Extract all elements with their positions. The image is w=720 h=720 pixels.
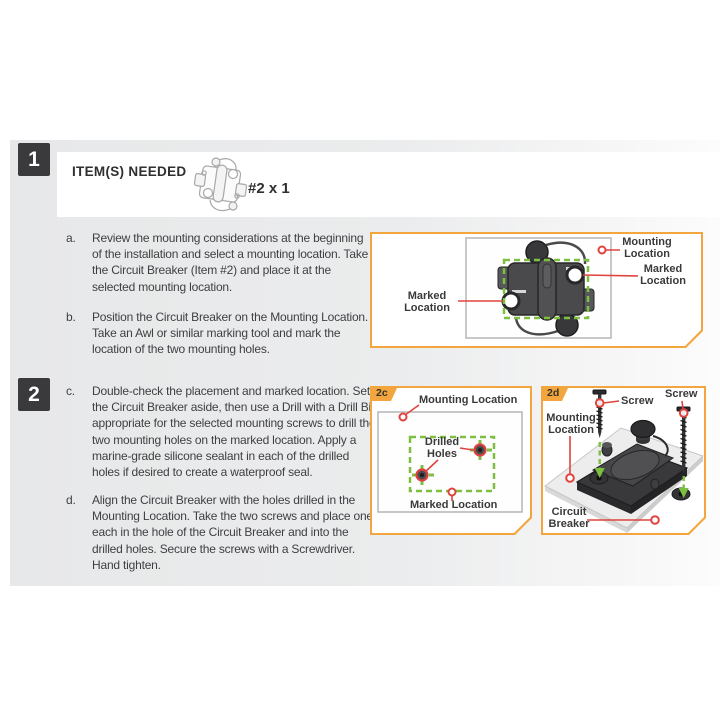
label-marked-location-right: Marked Location	[640, 263, 686, 287]
marked-hole-top-right	[567, 267, 583, 283]
leader-lines	[566, 399, 687, 524]
label-drilled-holes: Drilled Holes	[424, 436, 460, 460]
figure-panel-placement-inner: Mounting Location Marked Location Marked…	[372, 234, 701, 346]
step-c-text: Double-check the placement and marked lo…	[92, 384, 376, 480]
section-1-number-badge: 1	[18, 143, 50, 176]
drilled-hole-bottom-left	[412, 465, 434, 485]
section-2-number-badge: 2	[18, 378, 50, 411]
step-a-letter: a.	[66, 231, 76, 245]
items-needed-title: ITEM(S) NEEDED	[72, 164, 187, 179]
figure-tag-2c: 2c	[370, 386, 398, 401]
drilled-hole-top-right	[470, 440, 492, 460]
items-needed-band: ITEM(S) NEEDED #2 x 1	[57, 152, 720, 217]
leader-lines	[400, 405, 474, 501]
insertion-arrows	[595, 442, 689, 498]
mounting-surface	[378, 412, 522, 512]
label-marked-location: Marked Location	[410, 499, 498, 511]
step-d: d. Align the Circuit Breaker with the ho…	[66, 492, 378, 573]
drilled-holes-figure-art	[372, 388, 530, 533]
step-a-text: Review the mounting considerations at th…	[92, 231, 369, 294]
step-a: a. Review the mounting considerations at…	[66, 230, 378, 295]
label-marked-location-left: Marked Location	[404, 290, 450, 314]
item-quantity-label: #2 x 1	[248, 180, 290, 197]
label-screw-right: Screw	[665, 388, 698, 400]
placement-figure-art	[372, 234, 701, 346]
step-c: c. Double-check the placement and marked…	[66, 383, 378, 480]
figure-panel-2c-inner: Mounting Location Drilled Holes Marked L…	[372, 388, 530, 533]
figure-panel-2d: Screw Screw Mounting Location Circuit Br…	[541, 386, 706, 535]
label-mounting-location: Mounting Location	[546, 412, 596, 436]
step-d-text: Align the Circuit Breaker with the holes…	[92, 493, 373, 572]
figure-panel-2d-inner: Screw Screw Mounting Location Circuit Br…	[543, 388, 704, 533]
figure-tag-2d: 2d	[541, 386, 569, 401]
step-b-text: Position the Circuit Breaker on the Moun…	[92, 310, 369, 357]
circuit-breaker-sketch-icon	[193, 157, 248, 212]
circuit-breaker-top-view	[498, 241, 594, 336]
step-c-letter: c.	[66, 384, 75, 398]
step-d-letter: d.	[66, 493, 76, 507]
step-b-letter: b.	[66, 310, 76, 324]
marked-hole-bottom-left	[503, 293, 519, 309]
circuit-breaker-3d	[577, 421, 690, 515]
figure-panel-placement: Mounting Location Marked Location Marked…	[370, 232, 703, 348]
figure-panel-2c: Mounting Location Drilled Holes Marked L…	[370, 386, 532, 535]
step-b: b. Position the Circuit Breaker on the M…	[66, 309, 378, 358]
leader-lines	[458, 247, 638, 302]
screw-installation-figure-art	[543, 388, 704, 533]
marked-outline	[504, 260, 588, 318]
label-mounting-location: Mounting Location	[419, 394, 518, 406]
label-mounting-location: Mounting Location	[622, 236, 672, 260]
label-circuit-breaker: Circuit Breaker	[548, 506, 590, 530]
label-screw-left: Screw	[621, 395, 654, 407]
